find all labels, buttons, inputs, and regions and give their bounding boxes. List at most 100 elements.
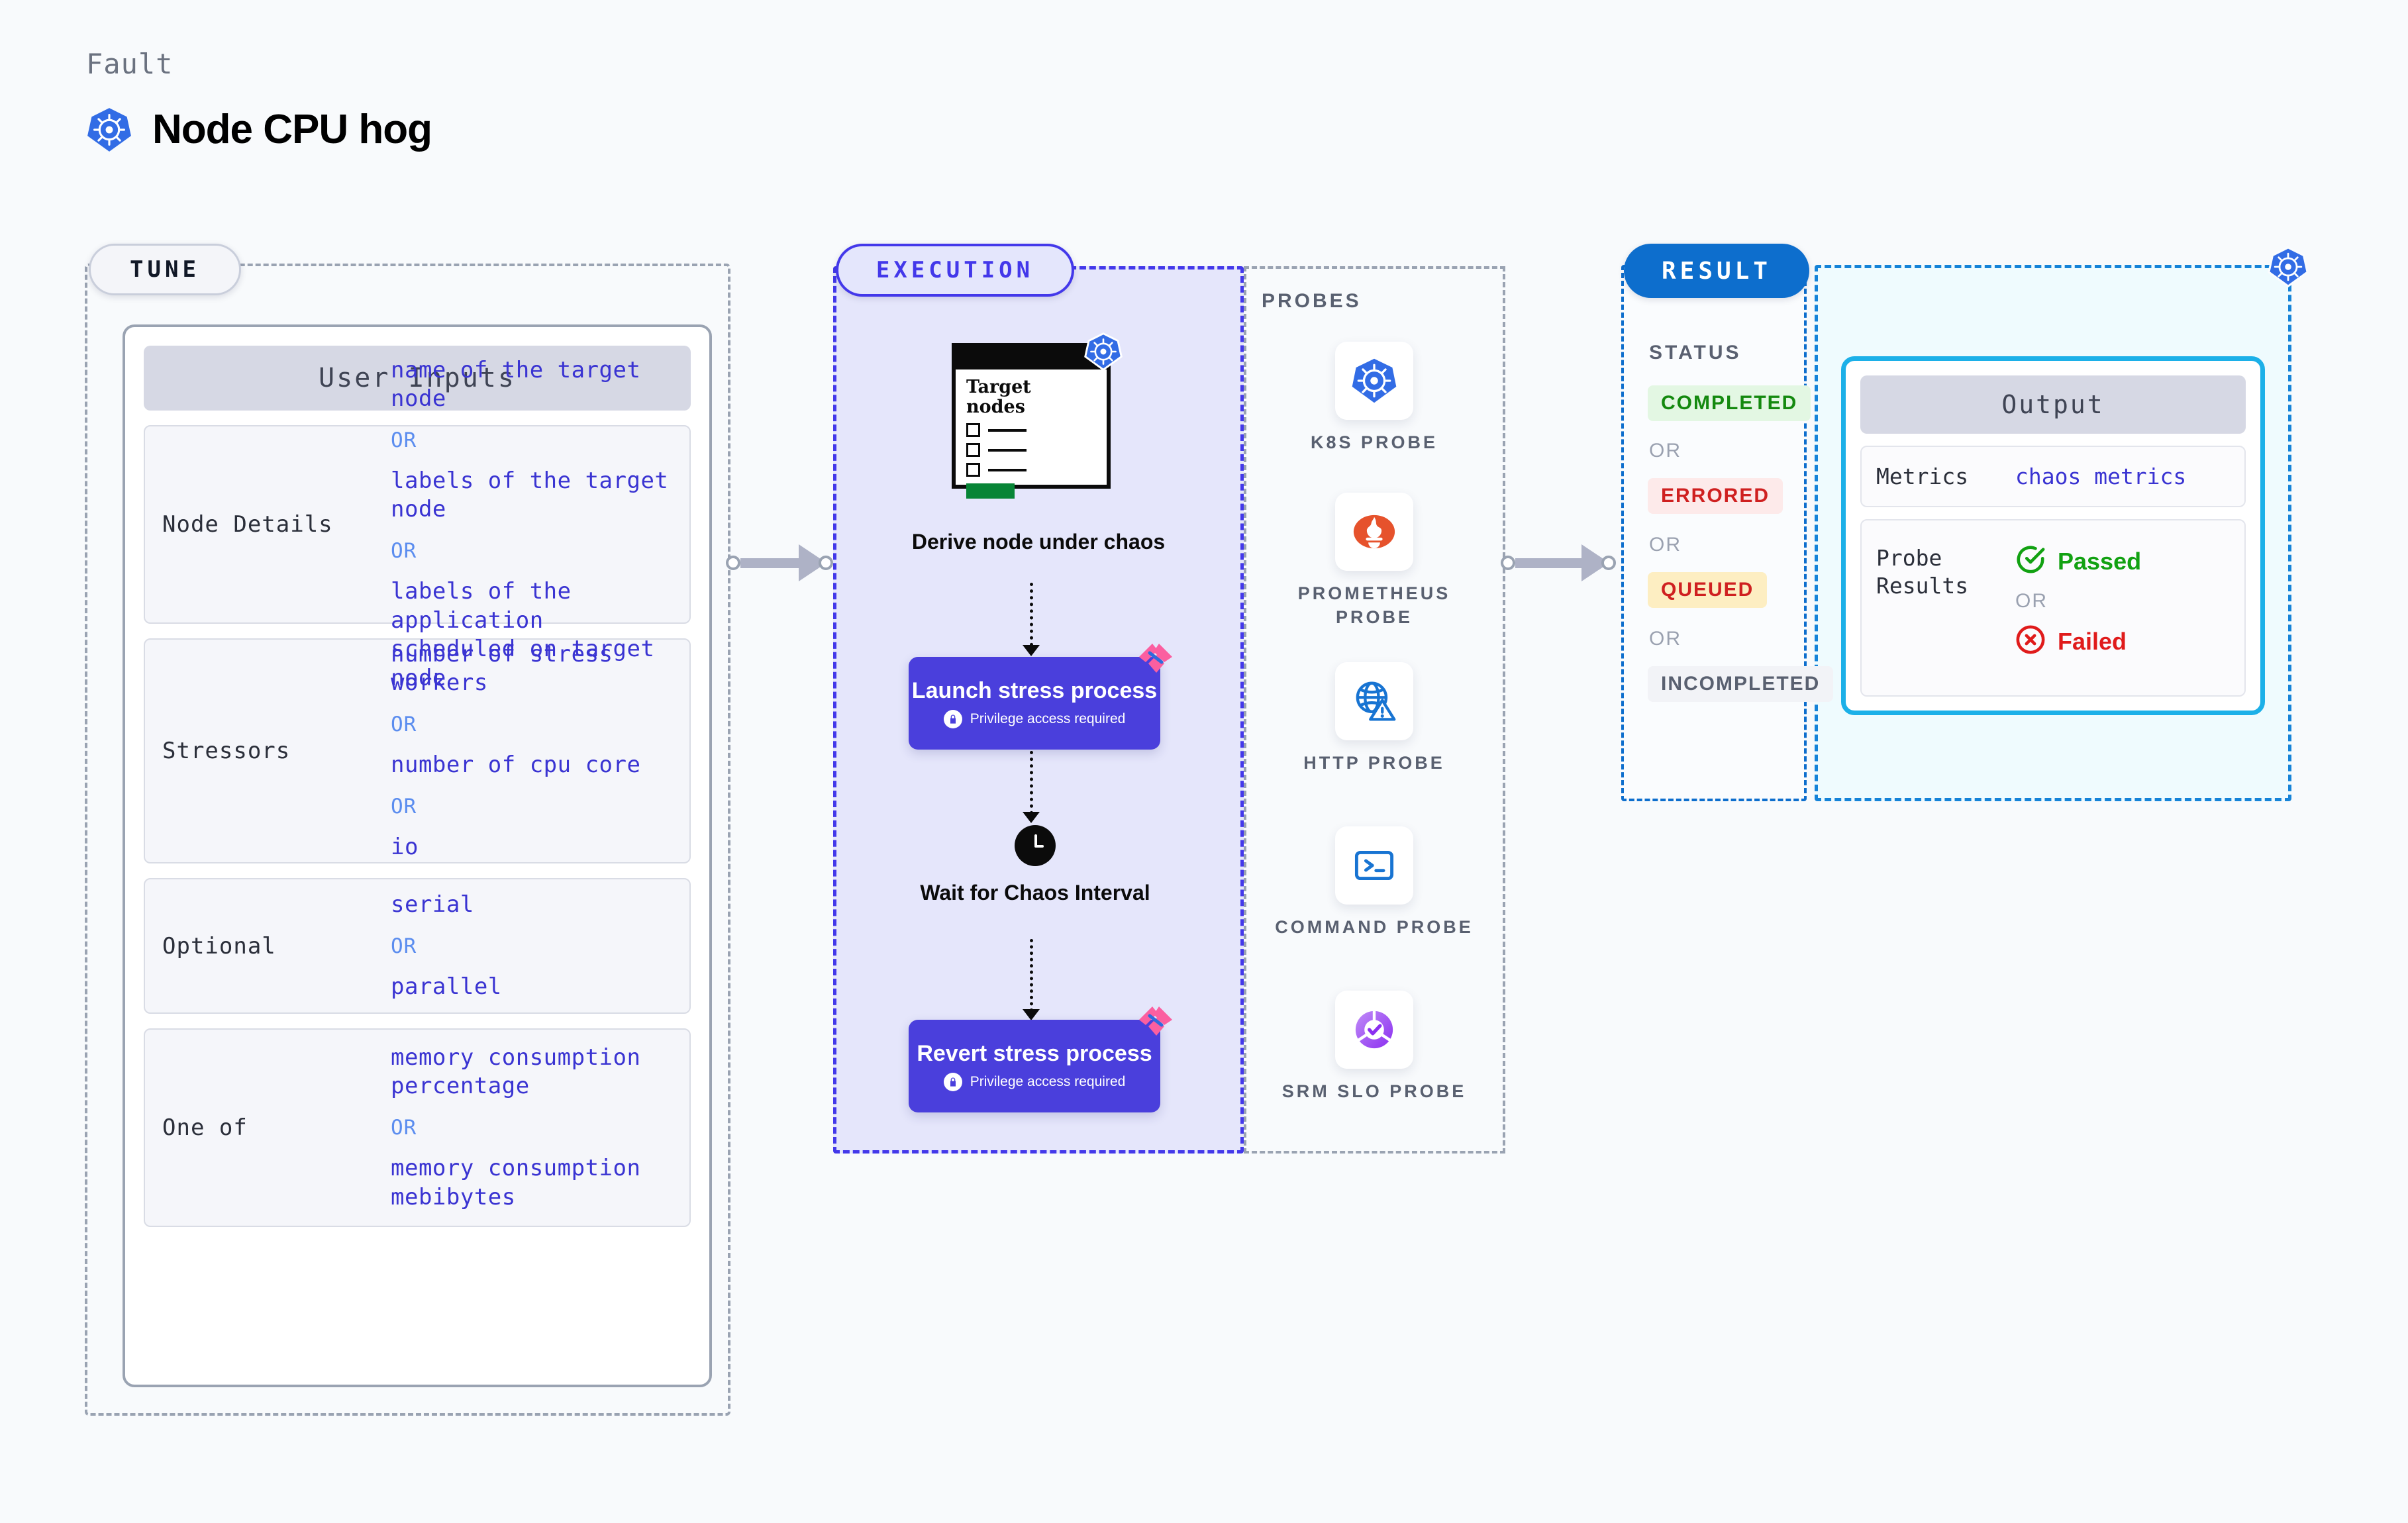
probe-command[interactable]: COMMAND PROBE [1275,826,1474,939]
row-value: name of the target node [391,356,641,413]
lock-icon [943,1072,962,1091]
probes-title: PROBES [1262,290,1362,312]
or-separator: OR [391,539,417,563]
x-circle-icon [2015,624,2046,658]
check-circle-icon [2015,544,2046,578]
kubernetes-icon [1084,332,1123,374]
checkbox-icon [966,463,980,477]
flow-arrow-head [1023,812,1040,823]
chaos-badge [1138,642,1175,679]
target-nodes-card: Target nodes [952,332,1123,499]
or-separator: OR [391,428,417,452]
step-title: Launch stress process [911,678,1158,704]
kubernetes-icon [86,107,132,153]
user-inputs-title: User Inputs [144,346,691,411]
flow-connector [1030,583,1033,646]
output-row-label: Metrics [1876,464,1969,489]
kubernetes-icon [2268,246,2309,291]
output-row-metrics: Metrics chaos metrics [1860,446,2246,508]
connector-tune-to-execution [726,544,833,581]
step-revert-stress-process[interactable]: Revert stress process Privilege access r… [909,1007,1172,1112]
output-title: Output [1860,375,2246,434]
input-row-one-of: One of memory consumption percentage OR … [144,1028,691,1227]
probe-label: HTTP PROBE [1303,753,1445,773]
list-line [988,428,1027,432]
connector-dot [1601,556,1616,570]
lock-icon [943,709,962,728]
checkbox-icon [966,443,980,458]
or-separator: OR [1649,534,1681,556]
output-card: Output Metrics chaos metrics Probe Resul… [1841,356,2265,715]
srm-slo-icon [1335,991,1413,1069]
checkbox-icon [966,423,980,438]
result-panel-outline [1621,265,1807,801]
connector-execution-to-result [1501,544,1616,581]
status-badge-incompleted: INCOMPLETED [1648,666,1834,702]
status-badge-completed: COMPLETED [1648,385,1811,421]
row-label: Stressors [162,738,291,764]
row-value: parallel [391,973,502,1000]
step-caption-derive-node: Derive node under chaos [911,530,1166,554]
row-value: labels of the application scheduled on t… [391,578,655,691]
or-separator: OR [391,934,417,958]
or-separator: OR [1649,440,1681,462]
card-titlebar [956,347,1107,369]
probe-result-failed: Failed [2015,624,2141,658]
probe-k8s[interactable]: K8S PROBE [1275,342,1474,454]
user-inputs-card: User Inputs Node Details name of the tar… [123,324,712,1387]
probe-http[interactable]: HTTP PROBE [1275,662,1474,775]
list-line [988,448,1027,452]
tune-panel-outline [85,264,730,1416]
row-label: Node Details [162,511,333,538]
row-value: serial [391,891,474,918]
fault-kicker: Fault [86,48,174,80]
execution-panel-tag: EXECUTION [836,244,1074,297]
output-row-label: Probe Results [1876,545,1969,599]
probe-result-label: Failed [2058,627,2127,655]
step-launch-stress-process[interactable]: Launch stress process Privilege access r… [909,644,1172,750]
connector-line [1515,558,1581,568]
checklist-row [966,443,1096,458]
http-globe-icon [1335,662,1413,740]
chaos-badge [1138,1005,1175,1042]
probe-prometheus[interactable]: PROMETHEUS PROBE [1275,493,1474,630]
row-label: Optional [162,932,276,959]
row-value: number of cpu core [391,752,641,778]
step-subtitle: Privilege access required [970,1073,1126,1089]
input-row-stressors: Stressors number of stress workers OR nu… [144,638,691,863]
list-line [988,468,1027,471]
page-title: Node CPU hog [152,107,432,152]
probe-label: PROMETHEUS PROBE [1297,583,1451,628]
status-badge-errored: ERRORED [1648,478,1783,514]
connector-line [740,558,799,568]
row-value: number of stress workers [391,640,613,697]
or-separator: OR [391,712,417,736]
connector-dot [819,556,833,570]
clock-icon [1015,825,1056,866]
checklist-row [966,423,1096,438]
terminal-icon [1335,826,1413,905]
row-value: memory consumption mebibytes [391,1155,641,1210]
target-nodes-label: Target nodes [966,377,1031,418]
status-title: STATUS [1649,342,1742,364]
flow-connector [1030,939,1033,1012]
row-value: memory consumption percentage [391,1044,641,1100]
step-subtitle: Privilege access required [970,711,1126,726]
row-value: io [391,833,419,860]
probe-result-label: Passed [2058,547,2142,575]
input-row-optional: Optional serial OR parallel [144,878,691,1014]
or-separator: OR [391,1116,417,1140]
probe-label: SRM SLO PROBE [1281,1081,1467,1101]
fault-title-row: Node CPU hog [86,106,432,153]
probe-srm-slo[interactable]: SRM SLO PROBE [1275,991,1474,1103]
kubernetes-icon [1335,342,1413,420]
flow-arrow-head [1023,1009,1040,1020]
prometheus-icon [1335,493,1413,571]
step-title: Revert stress process [917,1041,1152,1067]
status-badge-queued: QUEUED [1648,572,1768,608]
input-row-node-details: Node Details name of the target node OR … [144,357,691,691]
or-separator: OR [1649,628,1681,650]
output-row-probe-results: Probe Results Passed OR [1860,519,2246,697]
or-separator: OR [391,794,417,818]
